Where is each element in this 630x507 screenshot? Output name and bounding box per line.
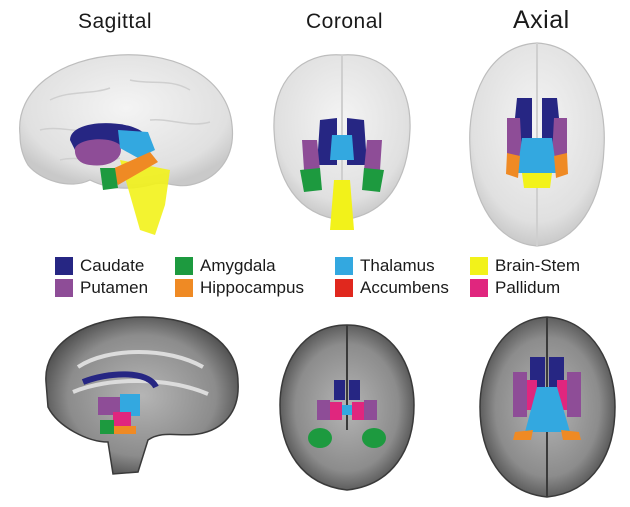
axial-title: Axial	[513, 6, 570, 35]
legend-label: Caudate	[80, 256, 144, 276]
legend-label: Accumbens	[360, 278, 449, 298]
legend-item-hippocampus: Hippocampus	[175, 278, 304, 298]
coronal-title: Coronal	[306, 10, 383, 34]
brainstem-region	[522, 173, 552, 188]
legend-label: Amygdala	[200, 256, 276, 276]
legend-item-putamen: Putamen	[55, 278, 148, 298]
legend-label: Brain-Stem	[495, 256, 580, 276]
legend-item-amygdala: Amygdala	[175, 256, 276, 276]
sagittal-3d-render	[0, 40, 240, 240]
legend-item-thalamus: Thalamus	[335, 256, 435, 276]
sagittal-mri-slice	[38, 312, 243, 482]
legend-label: Pallidum	[495, 278, 560, 298]
legend-label: Hippocampus	[200, 278, 304, 298]
legend-swatch	[470, 257, 488, 275]
legend-swatch	[175, 257, 193, 275]
coronal-mri-slice	[272, 320, 422, 498]
amygdala-region	[100, 420, 114, 434]
legend-label: Putamen	[80, 278, 148, 298]
pallidum-region	[113, 412, 131, 426]
legend-label: Thalamus	[360, 256, 435, 276]
amygdala-region	[362, 428, 386, 448]
axial-mri-slice	[475, 312, 620, 502]
amygdala-region	[308, 428, 332, 448]
legend: Caudate Amygdala Thalamus Brain-Stem Put…	[55, 256, 595, 300]
brainstem-region	[330, 180, 354, 230]
sagittal-title: Sagittal	[78, 10, 152, 34]
thalamus-region	[342, 405, 352, 415]
legend-swatch	[175, 279, 193, 297]
slice-background	[46, 317, 238, 474]
coronal-3d-render	[262, 40, 422, 240]
legend-item-pallidum: Pallidum	[470, 278, 560, 298]
legend-swatch	[335, 257, 353, 275]
thalamus-region	[330, 135, 354, 160]
hippocampus-region	[114, 426, 136, 434]
legend-swatch	[55, 257, 73, 275]
axial-3d-render	[462, 38, 612, 250]
amygdala-region	[100, 168, 118, 190]
legend-swatch	[335, 279, 353, 297]
legend-swatch	[55, 279, 73, 297]
legend-swatch	[470, 279, 488, 297]
legend-item-caudate: Caudate	[55, 256, 144, 276]
thalamus-region	[517, 138, 557, 173]
legend-item-accumbens: Accumbens	[335, 278, 449, 298]
legend-item-brain-stem: Brain-Stem	[470, 256, 580, 276]
